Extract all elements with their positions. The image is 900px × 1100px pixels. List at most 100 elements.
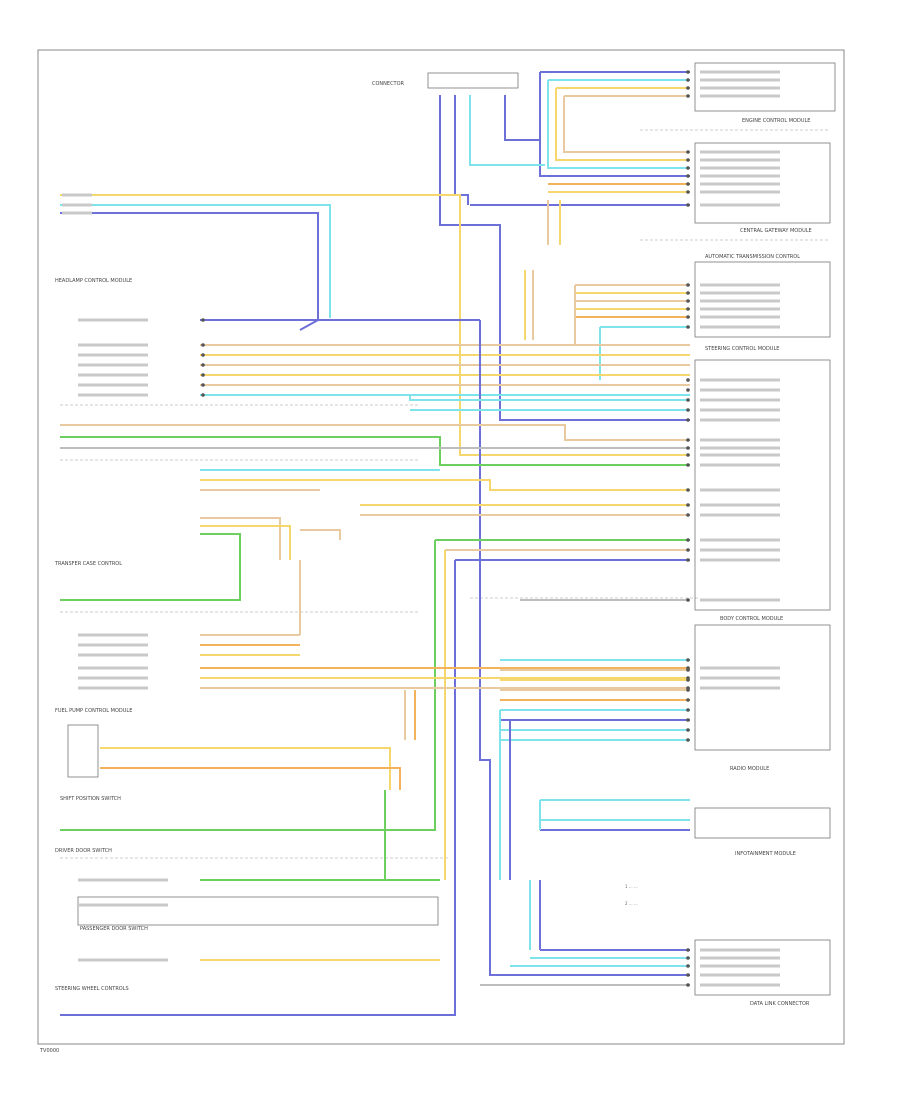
label-right-18: [700, 388, 780, 392]
wire-blue-left: [60, 212, 319, 331]
label-right-12: [700, 291, 780, 295]
label-right-35: [700, 686, 780, 690]
wire-row-480: [200, 479, 690, 491]
pin-bcm-5: [686, 708, 690, 712]
pin-right-37: [686, 956, 690, 960]
label-right-17: [700, 378, 780, 382]
label-right-23: [700, 446, 780, 450]
wire-group: [60, 71, 690, 1016]
label-group: [62, 70, 780, 987]
pin-right-26: [686, 488, 690, 492]
pin-bcm-8: [686, 738, 690, 742]
label-right-1: [700, 78, 780, 82]
wire-green-long: [60, 540, 436, 831]
pin-right-29: [686, 538, 690, 542]
label-right-34: [700, 676, 780, 680]
pin-right-20: [686, 408, 690, 412]
label-right-9: [700, 190, 780, 194]
wire-row-526: [200, 525, 291, 560]
label-left-group1-3: [78, 363, 148, 367]
label-radio-module: RADIO MODULE: [730, 766, 769, 772]
label-left-group1-1: [78, 343, 148, 347]
label-body-control: BODY CONTROL MODULE: [720, 616, 783, 622]
label-fp-2: [78, 653, 148, 657]
footer-code: TV0000: [39, 1048, 59, 1054]
label-right-0: [700, 70, 780, 74]
label-right-31: [700, 558, 780, 562]
label-infotainment: INFOTAINMENT MODULE: [735, 851, 796, 857]
pin-right-33: [686, 666, 690, 670]
label-sw-0: [78, 878, 168, 882]
label-right-15: [700, 315, 780, 319]
wire-blue-longest: [479, 320, 690, 976]
pin-left-group1-1: [201, 343, 205, 347]
diagram-border: [37, 49, 845, 1045]
label-right-16: [700, 325, 780, 329]
pin-right-10: [686, 203, 690, 207]
pin-right-7: [686, 174, 690, 178]
label-right-37: [700, 956, 780, 960]
pin-bcm-7: [686, 728, 690, 732]
pin-right-2: [686, 86, 690, 90]
wire-gw-cyan: [547, 80, 690, 169]
label-right-6: [700, 166, 780, 170]
wire-yellow-long: [60, 194, 690, 456]
label-right-19: [700, 398, 780, 402]
label-passenger-door-switch: PASSENGER DOOR SWITCH: [80, 926, 148, 932]
label-right-20: [700, 408, 780, 412]
label-left-group1-2: [78, 353, 148, 357]
label-right-21: [700, 418, 780, 422]
pin-right-19: [686, 398, 690, 402]
wire-tan-mid: [60, 424, 690, 441]
pin-right-21: [686, 418, 690, 422]
label-left-group1-6: [78, 393, 148, 397]
label-upper-left-1: [62, 203, 92, 207]
wire-blue-top2: [504, 95, 540, 141]
pin-right-30: [686, 548, 690, 552]
pin-right-34: [686, 676, 690, 680]
label-top-connector: CONNECTOR: [372, 81, 405, 87]
pin-right-28: [686, 513, 690, 517]
label-left-group1-5: [78, 383, 148, 387]
pin-bcm-4: [686, 698, 690, 702]
label-right-14: [700, 307, 780, 311]
pin-right-1: [686, 78, 690, 82]
label-sw-2: [78, 958, 168, 962]
label-right-8: [700, 182, 780, 186]
pin-right-32: [686, 598, 690, 602]
wire-gw-tan: [563, 96, 690, 153]
wire-shift-2: [100, 767, 401, 790]
label-upper-left-2: [62, 211, 92, 215]
pin-right-23: [686, 446, 690, 450]
pin-right-40: [686, 983, 690, 987]
wire-atc-v3: [560, 285, 576, 346]
pin-right-12: [686, 291, 690, 295]
label-right-10: [700, 203, 780, 207]
label-right-2: [700, 86, 780, 90]
label-right-30: [700, 548, 780, 552]
pin-left-group1-0: [201, 318, 205, 322]
label-left-group1-4: [78, 373, 148, 377]
pin-right-22: [686, 438, 690, 442]
label-fp2-2: [78, 686, 148, 690]
label-headlamp-module: HEADLAMP CONTROL MODULE: [55, 278, 132, 284]
label-fp-0: [78, 633, 148, 637]
label-right-3: [700, 94, 780, 98]
pin-right-36: [686, 948, 690, 952]
label-fp2-0: [78, 666, 148, 670]
label-right-40: [700, 983, 780, 987]
label-data-link: DATA LINK CONNECTOR: [750, 1001, 810, 1007]
pin-left-group1-2: [201, 353, 205, 357]
label-right-28: [700, 513, 780, 517]
pin-left-group1-5: [201, 383, 205, 387]
wire-row-530: [300, 529, 341, 540]
pin-right-18: [686, 388, 690, 392]
label-driver-door-switch: DRIVER DOOR SWITCH: [55, 848, 112, 854]
pin-right-13: [686, 299, 690, 303]
label-right-26: [700, 488, 780, 492]
pin-right-8: [686, 182, 690, 186]
label-left-group1-0: [78, 318, 148, 322]
label-right-5: [700, 158, 780, 162]
label-right-36: [700, 948, 780, 952]
